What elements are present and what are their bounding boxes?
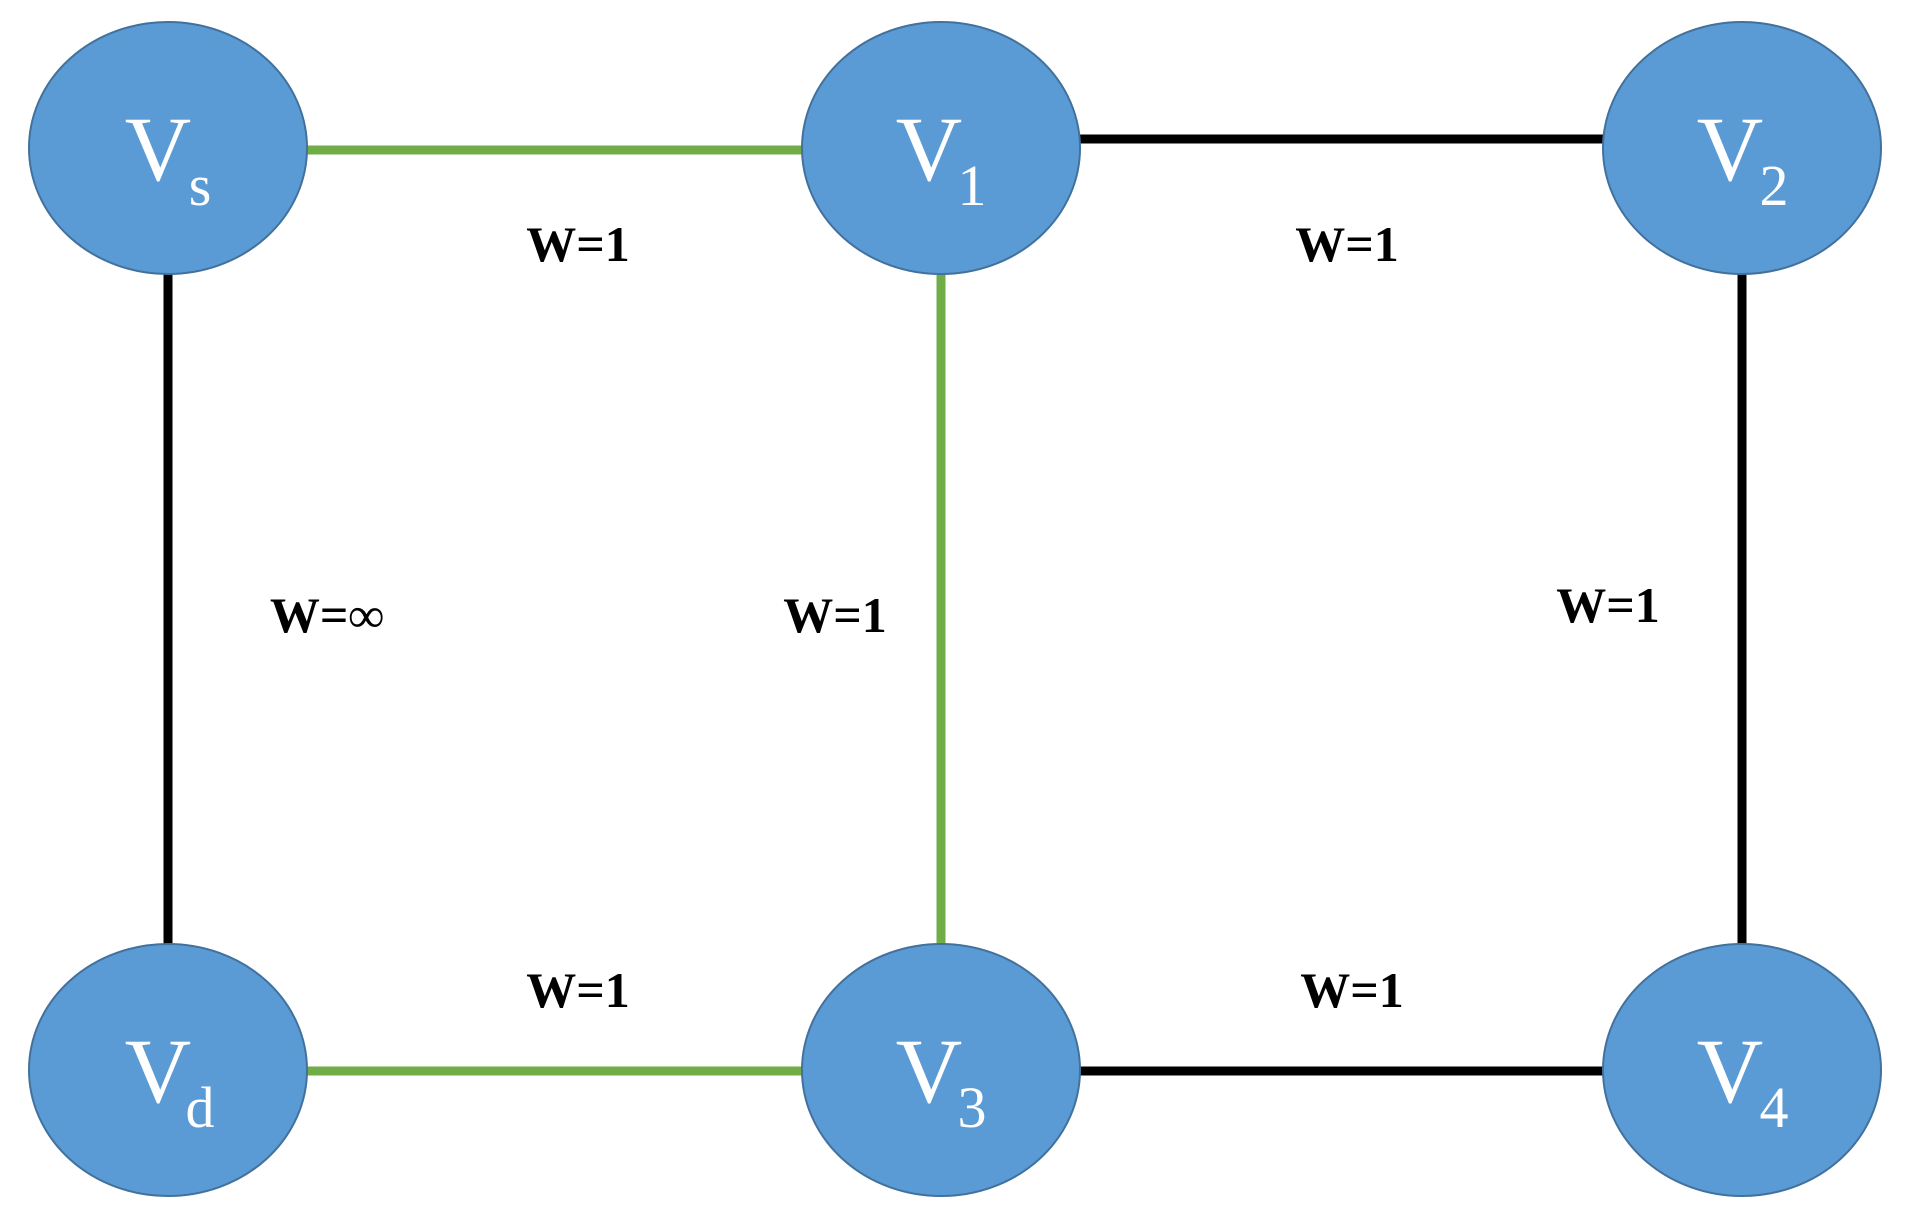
node-v3: V 3: [801, 943, 1081, 1197]
edge-label-v1-v2: W=1: [1295, 216, 1399, 272]
edge-label-v3-v4: W=1: [1300, 962, 1404, 1018]
svg-text:V: V: [896, 98, 962, 200]
edge-label-v2-v4: W=1: [1556, 577, 1660, 633]
node-vs: V s: [28, 21, 308, 275]
node-v1: V 1: [801, 21, 1081, 275]
svg-text:d: d: [186, 1075, 215, 1140]
edge-label-v1-v3: W=1: [783, 587, 887, 643]
svg-text:V: V: [1697, 1020, 1763, 1122]
svg-text:2: 2: [1760, 153, 1789, 218]
node-vd: V d: [28, 943, 308, 1197]
node-v4: V 4: [1602, 943, 1882, 1197]
svg-text:3: 3: [958, 1075, 987, 1140]
svg-text:s: s: [189, 153, 212, 218]
edge-label-vs-vd: W=∞: [270, 587, 384, 643]
node-v2: V 2: [1602, 21, 1882, 275]
svg-text:4: 4: [1760, 1075, 1789, 1140]
svg-text:V: V: [1697, 98, 1763, 200]
edge-label-vs-v1: W=1: [526, 216, 630, 272]
svg-text:V: V: [125, 1020, 191, 1122]
svg-text:1: 1: [958, 153, 987, 218]
svg-text:V: V: [896, 1020, 962, 1122]
edge-label-vd-v3: W=1: [526, 962, 630, 1018]
svg-text:V: V: [125, 98, 191, 200]
